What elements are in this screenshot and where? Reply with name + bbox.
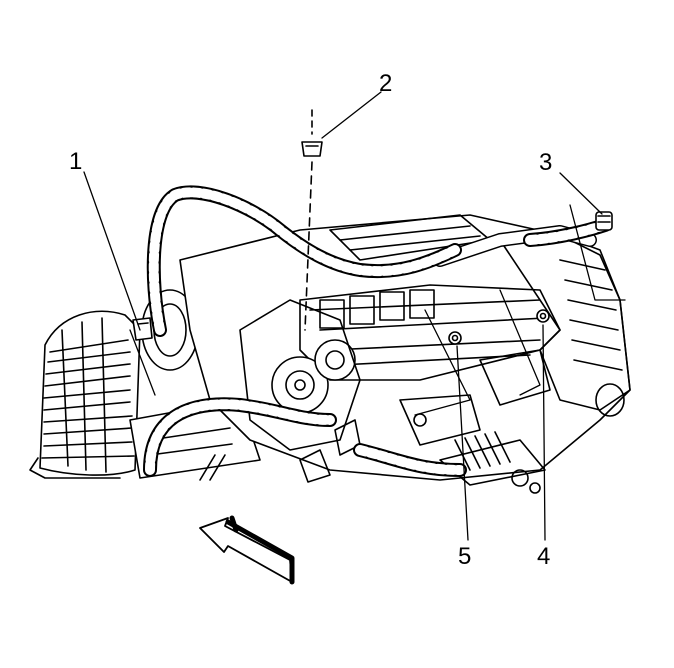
- dashed-axis: [304, 161, 313, 331]
- bolt-5: [448, 331, 462, 345]
- bolt-4: [536, 309, 550, 323]
- leader-4a: [542, 324, 546, 541]
- callout-4: 4: [537, 543, 551, 570]
- callout-5: 5: [458, 543, 472, 570]
- leader-lines: [83, 91, 626, 541]
- hose-fitting-3: [595, 211, 613, 231]
- retainer-1: [132, 317, 153, 341]
- clip-2: [301, 141, 323, 157]
- leader-3: [559, 172, 603, 215]
- leader-2: [321, 91, 382, 139]
- leader-1: [83, 171, 141, 331]
- callout-2: 2: [379, 70, 393, 97]
- callout-3: 3: [539, 149, 553, 176]
- callout-1: 1: [69, 148, 83, 175]
- front-arrow-icon: [199, 515, 295, 585]
- air-intake-duct: [29, 310, 141, 479]
- lower-hose: [143, 397, 467, 477]
